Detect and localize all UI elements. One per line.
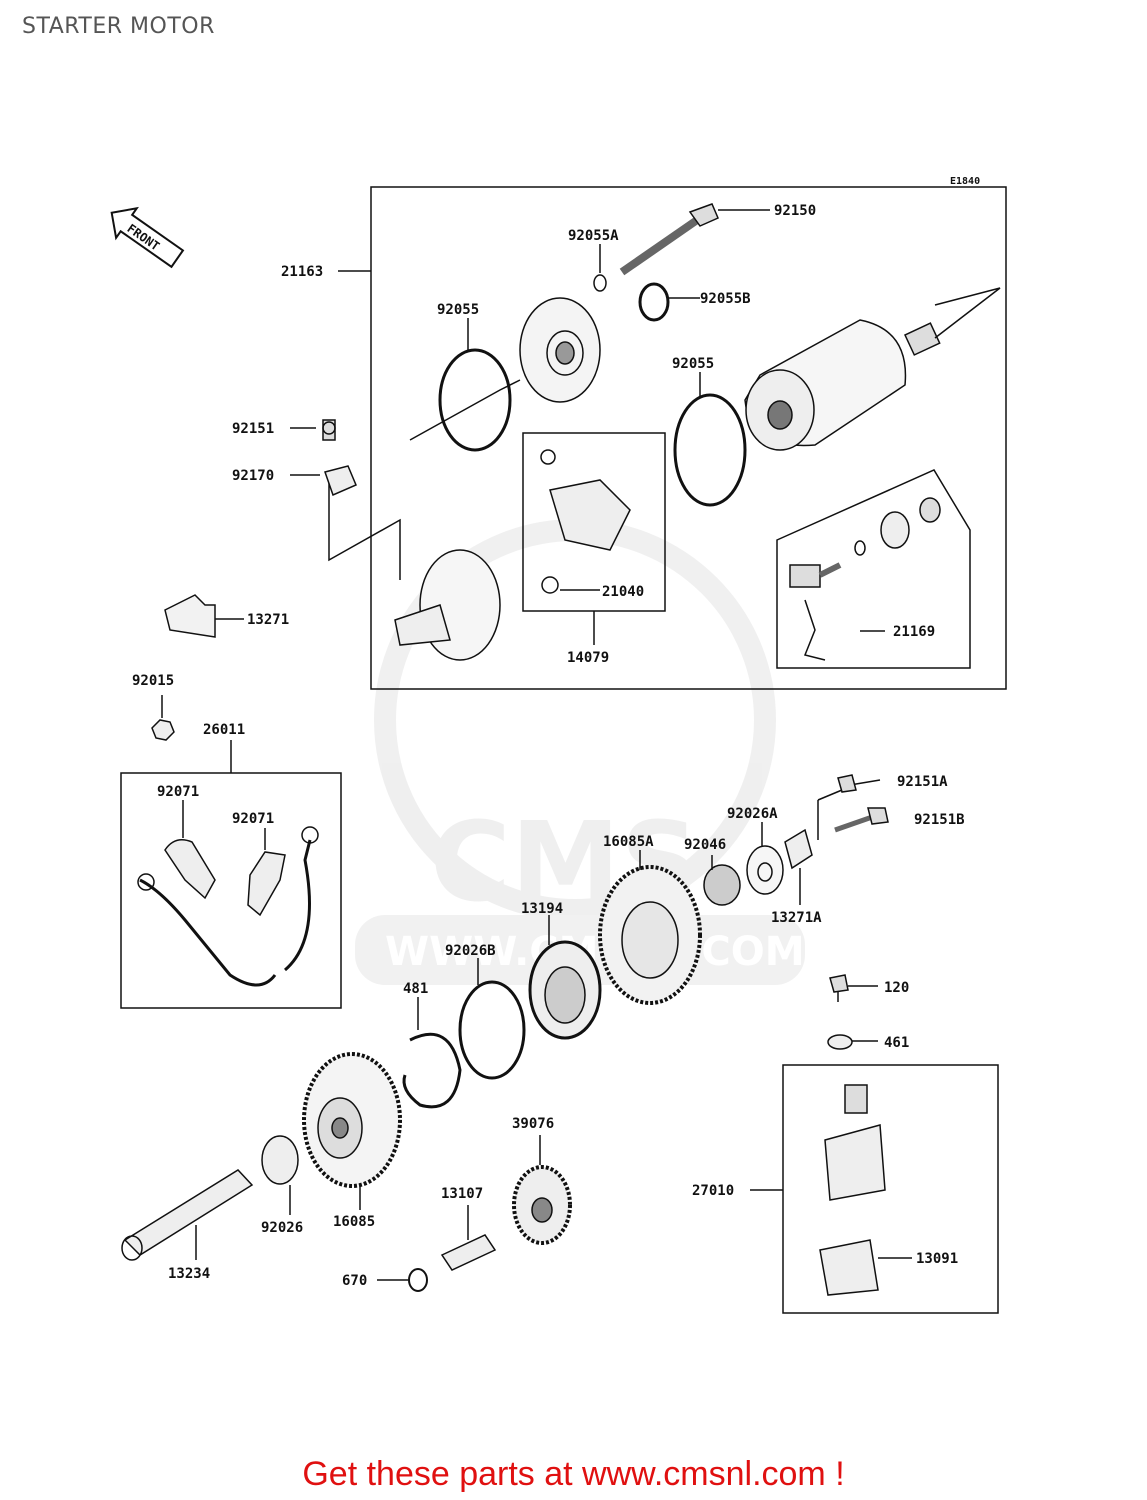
label-26011: 26011 (203, 722, 245, 738)
page-title: STARTER MOTOR (22, 14, 215, 39)
label-92151: 92151 (232, 421, 274, 437)
label-21040: 21040 (602, 584, 644, 600)
label-461: 461 (884, 1035, 909, 1051)
label-120: 120 (884, 980, 909, 996)
label-92071-b: 92071 (232, 811, 274, 827)
label-92150: 92150 (774, 203, 816, 219)
label-14079: 14079 (567, 650, 609, 666)
label-670: 670 (342, 1273, 367, 1289)
gear-parts (121, 774, 999, 1314)
label-21163: 21163 (281, 264, 323, 280)
label-16085A: 16085A (603, 834, 654, 850)
label-21169: 21169 (893, 624, 935, 640)
label-481: 481 (403, 981, 428, 997)
label-13194: 13194 (521, 901, 563, 917)
left-parts (120, 419, 357, 1009)
label-92055B: 92055B (700, 291, 751, 307)
front-arrow-icon: FRONT (110, 206, 185, 269)
label-92170: 92170 (232, 468, 274, 484)
label-13271A: 13271A (771, 910, 822, 926)
label-92026A: 92026A (727, 806, 778, 822)
label-92055-right: 92055 (672, 356, 714, 372)
label-92026B: 92026B (445, 943, 496, 959)
label-92046: 92046 (684, 837, 726, 853)
label-92015: 92015 (132, 673, 174, 689)
label-13107: 13107 (441, 1186, 483, 1202)
label-39076: 39076 (512, 1116, 554, 1132)
part-labels: 21163 92150 92055A 92055B 92055 92055 92… (132, 203, 965, 1289)
label-92026: 92026 (261, 1220, 303, 1236)
label-92151A: 92151A (897, 774, 948, 790)
label-92151B: 92151B (914, 812, 965, 828)
diagram-code: E1840 (950, 176, 980, 187)
label-16085: 16085 (333, 1214, 375, 1230)
footer-link[interactable]: Get these parts at www.cmsnl.com ! (302, 1455, 845, 1493)
label-13234: 13234 (168, 1266, 210, 1282)
label-13271: 13271 (247, 612, 289, 628)
starter-motor-group (328, 186, 1007, 690)
label-13091: 13091 (916, 1251, 958, 1267)
label-92055A: 92055A (568, 228, 619, 244)
label-92071-a: 92071 (157, 784, 199, 800)
label-27010: 27010 (692, 1183, 734, 1199)
label-92055-left: 92055 (437, 302, 479, 318)
